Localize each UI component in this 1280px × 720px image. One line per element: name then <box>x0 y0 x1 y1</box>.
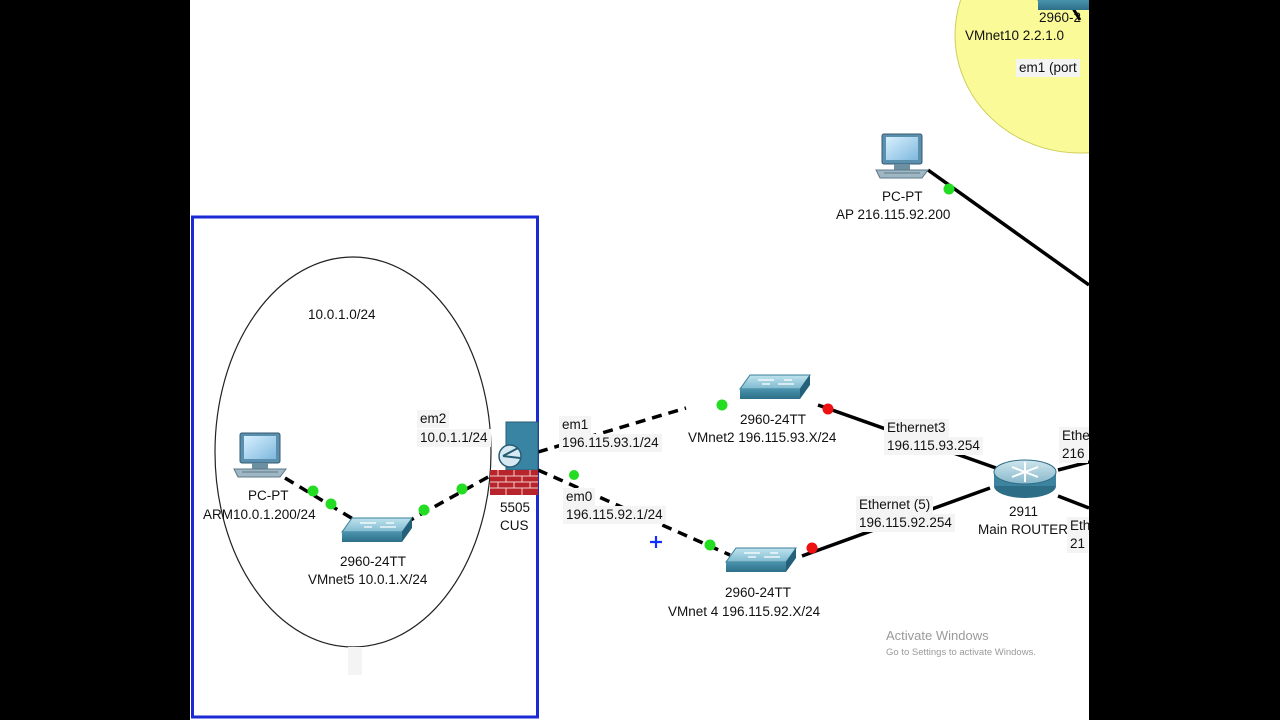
topology-canvas[interactable]: 10.0.1.0/24 PC-PT ARM10.0.1.200/24 2960-… <box>190 0 1089 720</box>
interface-ip-label: 196.115.93.1/24 <box>559 434 662 452</box>
ellipse-handle <box>348 647 362 675</box>
interface-name-label: Ethernet (5) <box>856 496 934 514</box>
device-name-label: Main ROUTER <box>978 522 1069 537</box>
interface-ip-label: 21 <box>1067 535 1089 553</box>
link-switch5-firewall[interactable] <box>404 474 491 525</box>
device-model-label: 2960-2 <box>1039 10 1082 25</box>
topology-diagram <box>191 0 1089 719</box>
device-model-label: PC-PT <box>248 488 289 503</box>
interface-name-label: em2 <box>417 410 450 428</box>
link-pc-switch5[interactable] <box>284 476 359 524</box>
link-light-up <box>569 470 579 480</box>
link-light-up <box>325 498 337 510</box>
link-light-down <box>822 403 834 415</box>
device-name-label: VMnet 4 196.115.92.X/24 <box>668 604 821 619</box>
device-name-label: VMnet5 10.0.1.X/24 <box>308 572 428 587</box>
pc-icon[interactable] <box>875 133 929 179</box>
link-light-up <box>456 483 468 495</box>
interface-ip-label: 216 <box>1059 445 1088 463</box>
network-label: 10.0.1.0/24 <box>308 307 376 322</box>
interface-name-label: em1 (port <box>1016 59 1080 77</box>
link-router-right-top[interactable] <box>1057 460 1089 472</box>
selection-box <box>191 215 539 719</box>
link-router-right-bottom[interactable] <box>1057 494 1089 510</box>
link-light-down <box>806 542 818 554</box>
interface-name-label: em0 <box>563 488 596 506</box>
device-model-label: 5505 <box>500 500 531 515</box>
device-model-label: 2960-24TT <box>725 585 792 600</box>
device-name-label: AP 216.115.92.200 <box>836 207 951 222</box>
interface-ip-label: 196.115.92.1/24 <box>563 506 666 524</box>
device-name-label: ARM10.0.1.200/24 <box>203 507 316 522</box>
interface-name-label: Eth <box>1067 517 1089 535</box>
link-light-up <box>418 504 430 516</box>
link-ap-pc[interactable] <box>926 168 1089 287</box>
interface-ip-label: 196.115.92.254 <box>856 514 955 532</box>
device-name-label: VMnet10 2.2.1.0 <box>965 28 1065 43</box>
interface-ip-label: 196.115.93.254 <box>884 437 983 455</box>
firewall-icon[interactable] <box>490 421 539 495</box>
link-light-up <box>716 399 728 411</box>
switch-icon[interactable] <box>725 547 797 573</box>
watermark-subtitle: Go to Settings to activate Windows. <box>886 647 1036 658</box>
interface-name-label: Ethe <box>1059 427 1089 445</box>
crosshair-cursor-icon <box>650 536 662 548</box>
device-name-label: VMnet2 196.115.93.X/24 <box>688 430 837 445</box>
interface-name-label: Ethernet3 <box>884 419 949 437</box>
link-status-lights <box>307 183 955 554</box>
link-light-up <box>307 485 319 497</box>
router-icon[interactable] <box>993 459 1057 499</box>
device-name-label: CUS <box>500 518 529 533</box>
interface-name-label: em1 <box>559 416 592 434</box>
device-model-label: PC-PT <box>882 189 923 204</box>
device-model-label: 2960-24TT <box>740 412 807 427</box>
pc-icon[interactable] <box>233 432 287 478</box>
link-light-up <box>943 183 955 195</box>
watermark-title: Activate Windows <box>886 628 989 643</box>
device-model-label: 2911 <box>1009 504 1039 519</box>
device-model-label: 2960-24TT <box>340 554 407 569</box>
switch-icon[interactable] <box>739 374 811 400</box>
link-light-up <box>704 539 716 551</box>
switch-icon[interactable] <box>341 517 413 543</box>
interface-ip-label: 10.0.1.1/24 <box>417 429 491 447</box>
